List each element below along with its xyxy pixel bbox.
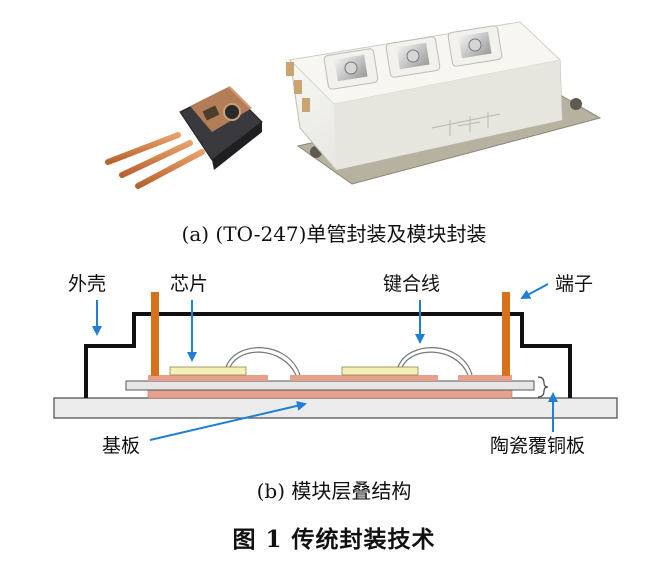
module-circuit-symbol bbox=[431, 112, 501, 136]
dbc-top-copper-right bbox=[458, 375, 512, 381]
to247-mount-hole bbox=[223, 103, 241, 121]
baseplate bbox=[53, 397, 618, 419]
module-signal-pins bbox=[286, 62, 310, 112]
label-dbc: 陶瓷覆铜板 bbox=[490, 435, 585, 457]
dbc-top-copper-mid bbox=[290, 375, 438, 381]
power-module-image bbox=[286, 21, 602, 185]
chip-left bbox=[169, 366, 247, 376]
arrow-terminal bbox=[520, 283, 549, 299]
to247-pins bbox=[105, 132, 205, 189]
figure-title: 图 1 传统封装技术 bbox=[232, 526, 436, 553]
pointer-arrows bbox=[92, 283, 558, 441]
label-baseplate: 基板 bbox=[102, 435, 140, 457]
module-screw-terminals bbox=[323, 25, 503, 90]
module-shell bbox=[84, 312, 572, 398]
chip-right bbox=[341, 366, 419, 376]
panel-a-caption: (a) (TO-247)单管封装及模块封装 bbox=[181, 222, 487, 246]
terminal-right bbox=[502, 292, 510, 376]
label-shell: 外壳 bbox=[68, 273, 106, 295]
arrow-baseplate bbox=[149, 400, 307, 441]
dbc-bottom-copper bbox=[147, 389, 513, 399]
label-bond-wire: 键合线 bbox=[383, 273, 440, 295]
terminal-left bbox=[151, 292, 159, 376]
dbc-ceramic bbox=[125, 380, 535, 391]
dbc-top-copper-left bbox=[148, 375, 268, 381]
to247-device-image bbox=[105, 86, 263, 189]
panel-b-caption: (b) 模块层叠结构 bbox=[256, 479, 412, 503]
label-terminal: 端子 bbox=[555, 273, 593, 295]
bond-wires bbox=[225, 347, 473, 376]
label-chip: 芯片 bbox=[170, 273, 208, 295]
dbc-brace bbox=[537, 376, 549, 398]
